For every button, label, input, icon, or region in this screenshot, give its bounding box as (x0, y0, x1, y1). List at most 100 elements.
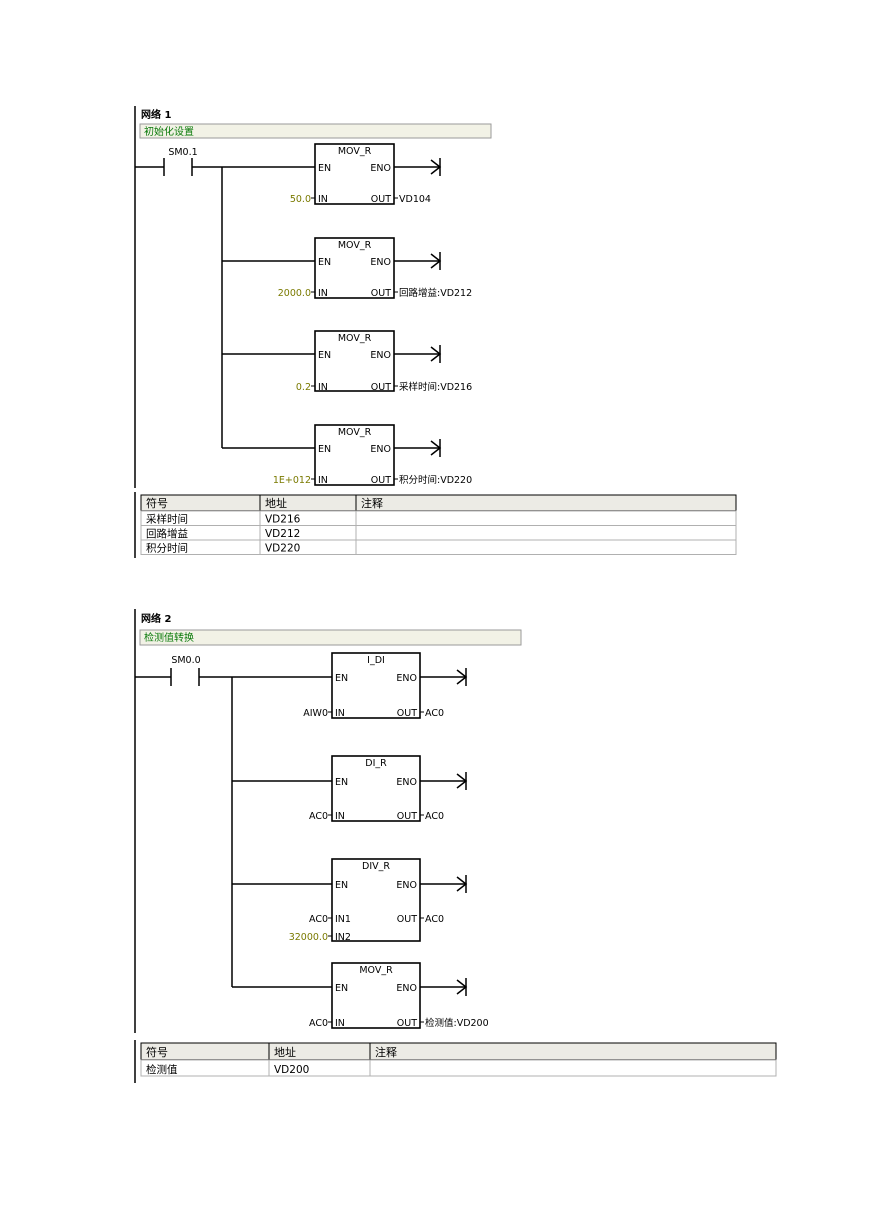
network-title: 网络 1 (141, 108, 171, 121)
box-frame (314, 424, 395, 486)
output-operand: AC0 (425, 708, 444, 719)
network-title: 网络 2 (141, 612, 171, 625)
box-name: MOV_R (338, 427, 372, 438)
table-header-row (140, 1042, 777, 1061)
pin-eno: ENO (396, 880, 417, 891)
pin-out: OUT (397, 914, 417, 925)
output-operand: AC0 (425, 811, 444, 822)
output-operand: VD104 (399, 194, 431, 205)
output-operand: AC0 (425, 914, 444, 925)
table-cell: 采样时间 (146, 513, 188, 526)
table-row-bg (140, 539, 737, 555)
table-row: 采样时间 VD216 (140, 510, 737, 526)
table-header-cell: 符号 (146, 497, 168, 510)
pin-out: OUT (397, 1018, 417, 1029)
table-cell: 检测值 (146, 1063, 178, 1076)
table-header-cell: 地址 (274, 1045, 296, 1059)
pin-in: IN (335, 811, 345, 822)
table-cell: 回路增益 (146, 527, 188, 540)
pin-in: IN (335, 1018, 345, 1029)
instruction-box: I_DI EN ENO IN AIW0 OUT AC0 (303, 652, 468, 719)
box-name: MOV_R (338, 333, 372, 344)
box-name: DI_R (365, 758, 387, 769)
contact-label: SM0.0 (171, 655, 200, 666)
box-name: MOV_R (338, 146, 372, 157)
box-name: DIV_R (362, 861, 390, 872)
pin-eno: ENO (370, 444, 391, 455)
pin-eno: ENO (370, 257, 391, 268)
table-row: 检测值 VD200 (140, 1059, 777, 1077)
pin-en: EN (318, 350, 331, 361)
table-row: 回路增益 VD212 (140, 525, 737, 541)
instruction-box: MOV_R EN ENO IN 2000.0 OUT 回路增益:VD212 (222, 237, 472, 299)
output-operand: 回路增益:VD212 (399, 287, 472, 299)
box-frame (331, 962, 421, 1029)
input-operand: AC0 (309, 1018, 328, 1029)
input-operand: 50.0 (290, 194, 311, 205)
table-header-cell: 注释 (361, 496, 383, 510)
pin-in: IN (335, 708, 345, 719)
input-operand: 1E+012 (273, 475, 311, 486)
pin-in: IN1 (335, 914, 351, 925)
box-name: MOV_R (338, 240, 372, 251)
box-frame (314, 330, 395, 392)
network-comment-bar (139, 629, 522, 646)
pin-en: EN (318, 257, 331, 268)
pin-eno: ENO (396, 777, 417, 788)
table-cell: VD212 (265, 528, 300, 540)
box-name: I_DI (367, 655, 385, 666)
contact-label: SM0.1 (168, 147, 197, 158)
table-cell: VD216 (265, 514, 301, 526)
input-operand: 2000.0 (278, 288, 311, 299)
instruction-box: MOV_R EN ENO IN AC0 OUT 检测值:VD200 (232, 962, 489, 1029)
table-cell: VD220 (265, 543, 300, 555)
pin-out: OUT (371, 288, 391, 299)
pin-en: EN (318, 163, 331, 174)
pin-eno: ENO (370, 350, 391, 361)
input-operand: 32000.0 (289, 932, 328, 943)
box-frame (331, 755, 421, 822)
pin-out: OUT (397, 708, 417, 719)
pin-in: IN (318, 475, 328, 486)
pin-en: EN (335, 880, 348, 891)
pin-en: EN (335, 983, 348, 994)
pin-en: EN (335, 673, 348, 684)
network-comment-bar (139, 123, 492, 139)
instruction-box: DI_R EN ENO IN AC0 OUT AC0 (232, 755, 468, 822)
table-header-row (140, 494, 737, 512)
box-frame (314, 237, 395, 299)
output-operand: 采样时间:VD216 (399, 381, 472, 393)
table-row-bg (140, 525, 737, 541)
pin-out: OUT (397, 811, 417, 822)
output-operand: 检测值:VD200 (425, 1017, 489, 1029)
network-comment: 初始化设置 (144, 125, 194, 138)
pin-en: EN (318, 444, 331, 455)
pin-in: IN2 (335, 932, 351, 943)
box-name: MOV_R (359, 965, 393, 976)
table-cell: VD200 (274, 1064, 309, 1076)
pin-eno: ENO (396, 983, 417, 994)
pin-in: IN (318, 382, 328, 393)
box-frame (331, 652, 421, 719)
input-operand: AIW0 (303, 708, 328, 719)
pin-eno: ENO (396, 673, 417, 684)
pin-out: OUT (371, 382, 391, 393)
input-operand: AC0 (309, 811, 328, 822)
network-comment: 检测值转换 (144, 631, 194, 644)
pin-in: IN (318, 288, 328, 299)
pin-en: EN (335, 777, 348, 788)
input-operand: AC0 (309, 914, 328, 925)
box-frame (331, 858, 421, 942)
table-cell: 积分时间 (146, 542, 188, 555)
pin-eno: ENO (370, 163, 391, 174)
table-header-cell: 地址 (265, 496, 287, 510)
